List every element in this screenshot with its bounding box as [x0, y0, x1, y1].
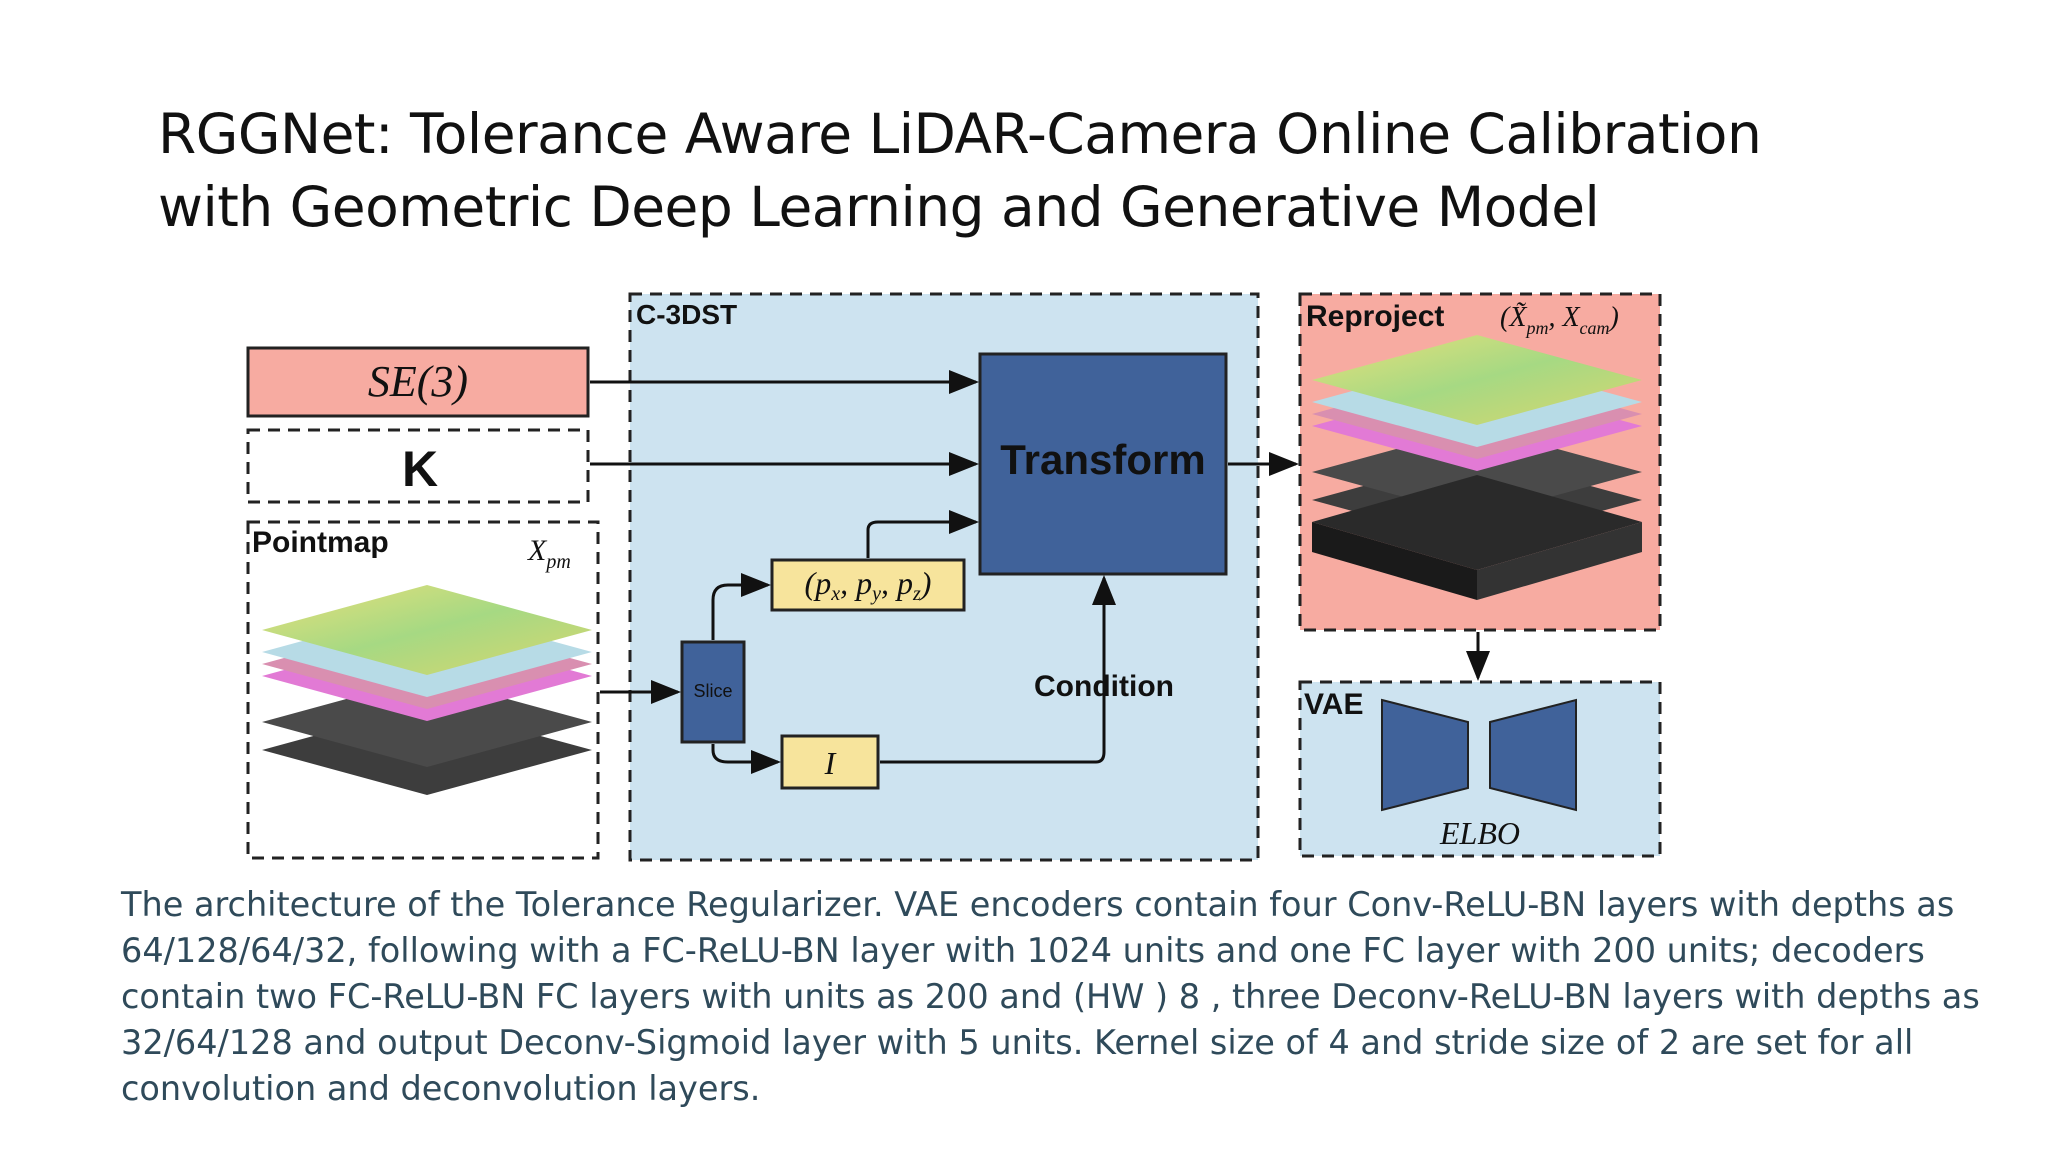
- connectors: [590, 370, 1490, 774]
- transform-box: [978, 352, 1228, 576]
- title-line-1: RGGNet: Tolerance Aware LiDAR-Camera Onl…: [158, 102, 1762, 166]
- reproject-block: [1312, 475, 1642, 570]
- elbo-label: ELBO: [1439, 815, 1520, 851]
- vae-encoder-shape: [1381, 698, 1469, 812]
- slice-box: [680, 640, 746, 744]
- pointmap-symbol: Xpm: [527, 534, 571, 573]
- pxyz-box: [770, 558, 966, 612]
- reproject-symbol: (X̃pm, Xcam): [1500, 302, 1619, 338]
- k-box: [246, 428, 590, 504]
- se3-label: SE(3): [368, 357, 468, 406]
- pointmap-label: Pointmap: [252, 526, 389, 559]
- vae-box: [1298, 680, 1662, 858]
- pxyz-label: (px, py, pz): [805, 565, 932, 605]
- reproject-block-side-2: [1477, 522, 1642, 600]
- c3dst-label: C-3DST: [636, 299, 737, 330]
- k-label: K: [402, 441, 438, 497]
- slide-caption: The architecture of the Tolerance Regula…: [121, 885, 1980, 1108]
- se3-box: [246, 346, 590, 418]
- slice-label: Slice: [693, 681, 732, 701]
- vae-label: VAE: [1304, 688, 1363, 721]
- title-line-2: with Geometric Deep Learning and Generat…: [158, 175, 1600, 239]
- reproject-label: Reproject: [1306, 300, 1444, 333]
- reproject-block-side: [1312, 522, 1477, 600]
- slide-title: RGGNet: Tolerance Aware LiDAR-Camera Onl…: [158, 98, 1958, 244]
- transform-label: Transform: [1000, 436, 1205, 483]
- i-box: [780, 734, 880, 790]
- i-label: I: [824, 745, 837, 781]
- vae-decoder-shape: [1489, 698, 1577, 812]
